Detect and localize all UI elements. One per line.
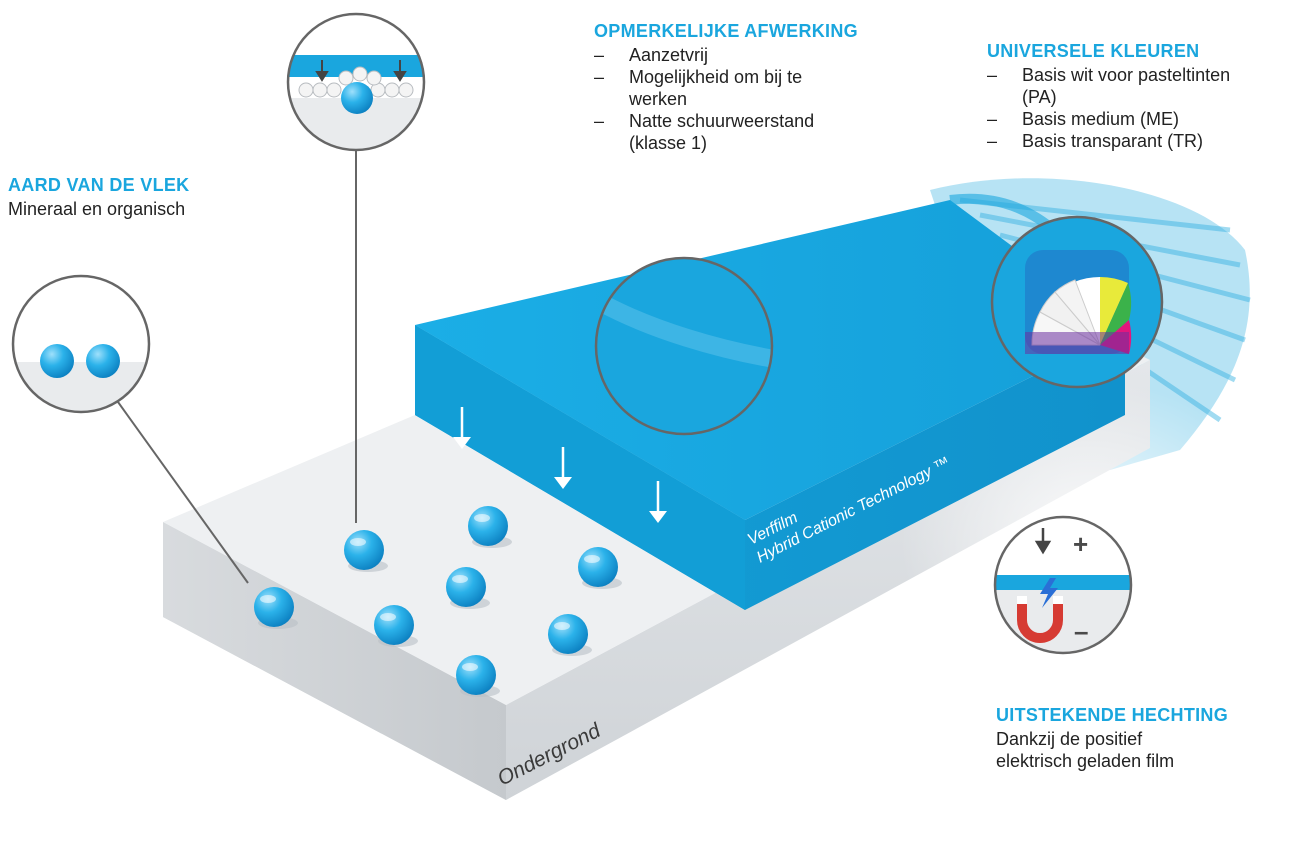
down-arrow-icon — [1034, 528, 1052, 555]
film-detail-callout-circle — [286, 12, 426, 152]
colors-item: Basis wit voor pasteltinten (PA) — [987, 64, 1297, 108]
colors-item-line: Basis wit voor pasteltinten — [1022, 65, 1231, 85]
down-arrow-icon — [315, 60, 329, 82]
colors-item-line: Basis medium (ME) — [1022, 109, 1180, 129]
adhesion-callout: UITSTEKENDE HECHTING Dankzij de positief… — [996, 704, 1296, 772]
droplet-icon — [374, 605, 418, 647]
colors-callout-circle — [990, 215, 1164, 389]
finish-item: Aanzetvrij — [594, 44, 894, 66]
colors-item-line: (PA) — [1022, 87, 1057, 107]
stain-callout-circle — [11, 274, 151, 414]
colors-item: Basis transparant (TR) — [987, 130, 1297, 152]
droplet-icon — [578, 547, 622, 589]
down-arrow-icon — [393, 60, 407, 82]
droplet-icon — [344, 530, 388, 572]
finish-callout: OPMERKELIJKE AFWERKING Aanzetvrij Mogeli… — [594, 20, 894, 154]
adhesion-heading: UITSTEKENDE HECHTING — [996, 705, 1229, 725]
finish-item-line: (klasse 1) — [629, 133, 708, 153]
stain-callout: AARD VAN DE VLEK Mineraal en organisch — [8, 174, 288, 220]
stain-text: Mineraal en organisch — [8, 199, 186, 219]
droplet-icon — [254, 587, 298, 629]
finish-item: Natte schuurweerstand (klasse 1) — [594, 110, 894, 154]
droplet-icon — [468, 506, 512, 548]
colors-callout: UNIVERSELE KLEUREN Basis wit voor pastel… — [987, 40, 1297, 152]
adhesion-minus-symbol: – — [1074, 616, 1088, 646]
finish-heading: OPMERKELIJKE AFWERKING — [594, 21, 858, 41]
colors-heading: UNIVERSELE KLEUREN — [987, 41, 1200, 61]
connector-line-stain — [117, 401, 249, 584]
colors-item-line: Basis transparant (TR) — [1022, 131, 1204, 151]
droplets — [254, 506, 622, 697]
droplet-icon — [446, 567, 490, 609]
finish-item-line: Aanzetvrij — [629, 45, 709, 65]
adhesion-text-line: elektrisch geladen film — [996, 751, 1175, 771]
down-arrow-icon — [453, 407, 471, 449]
colors-item: Basis medium (ME) — [987, 108, 1297, 130]
film-arrows — [453, 407, 667, 523]
finish-item-line: Natte schuurweerstand — [629, 111, 815, 131]
down-arrow-icon — [649, 481, 667, 523]
lightning-icon — [1040, 578, 1058, 608]
droplet-icon — [341, 82, 373, 114]
finish-item-line: werken — [629, 89, 688, 109]
finish-item-line: Mogelijkheid om bij te — [629, 67, 803, 87]
adhesion-text-line: Dankzij de positief — [996, 729, 1143, 749]
finish-item: Mogelijkheid om bij te werken — [594, 66, 894, 110]
color-fan-icon — [1025, 250, 1132, 354]
magnet-icon — [1017, 596, 1063, 643]
droplet-icon — [40, 344, 74, 378]
colors-list: Basis wit voor pasteltinten (PA) Basis m… — [987, 64, 1297, 152]
droplet-icon — [548, 614, 592, 656]
stain-heading: AARD VAN DE VLEK — [8, 175, 190, 195]
finish-callout-circle — [594, 256, 774, 436]
droplet-icon — [86, 344, 120, 378]
adhesion-plus-symbol: + — [1073, 529, 1088, 559]
droplet-icon — [456, 655, 500, 697]
finish-list: Aanzetvrij Mogelijkheid om bij te werken… — [594, 44, 894, 154]
down-arrow-icon — [554, 447, 572, 489]
